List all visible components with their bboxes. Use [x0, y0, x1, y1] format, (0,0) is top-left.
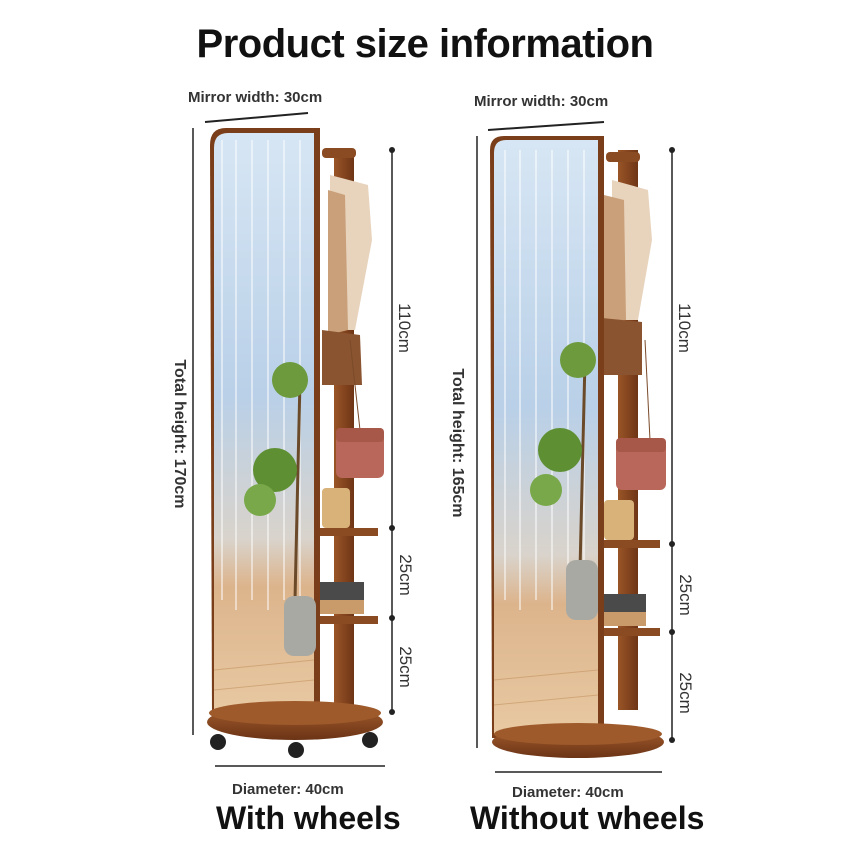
left-shelf-upper: [318, 528, 378, 536]
right-segment-25-upper-label: 25cm: [676, 574, 695, 616]
right-shelf-upper: [600, 540, 660, 548]
left-plant-reflection: [244, 362, 316, 656]
right-segment-25-lower-label: 25cm: [676, 672, 695, 714]
left-mirror-width-line: [204, 112, 309, 123]
right-diameter-label: Diameter: 40cm: [512, 784, 624, 801]
right-mirror-width-label: Mirror width: 30cm: [474, 93, 609, 110]
right-shelf-lower: [600, 628, 660, 636]
right-product: [476, 121, 675, 773]
left-product: [192, 112, 395, 767]
right-total-height-label: Total height: 165cm: [449, 368, 466, 518]
left-shelf-lower: [318, 616, 378, 624]
right-plant-reflection: [530, 342, 598, 620]
left-segment-25-lower-label: 25cm: [396, 646, 415, 688]
right-hanging-clothes: [602, 180, 652, 375]
right-segment-110-label: 110cm: [675, 303, 694, 353]
left-diameter-label: Diameter: 40cm: [232, 781, 344, 798]
page-title: Product size information: [196, 22, 654, 66]
left-segment-25-upper-label: 25cm: [396, 554, 415, 596]
left-segment-110-label: 110cm: [395, 303, 414, 353]
left-caption: With wheels: [216, 800, 401, 836]
left-total-height-label: Total height: 170cm: [171, 359, 188, 509]
left-hanging-clothes: [322, 175, 372, 385]
left-wheels: [210, 732, 378, 758]
right-mirror-width-line: [487, 121, 605, 131]
right-caption: Without wheels: [470, 800, 705, 836]
left-mirror-width-label: Mirror width: 30cm: [188, 89, 323, 106]
